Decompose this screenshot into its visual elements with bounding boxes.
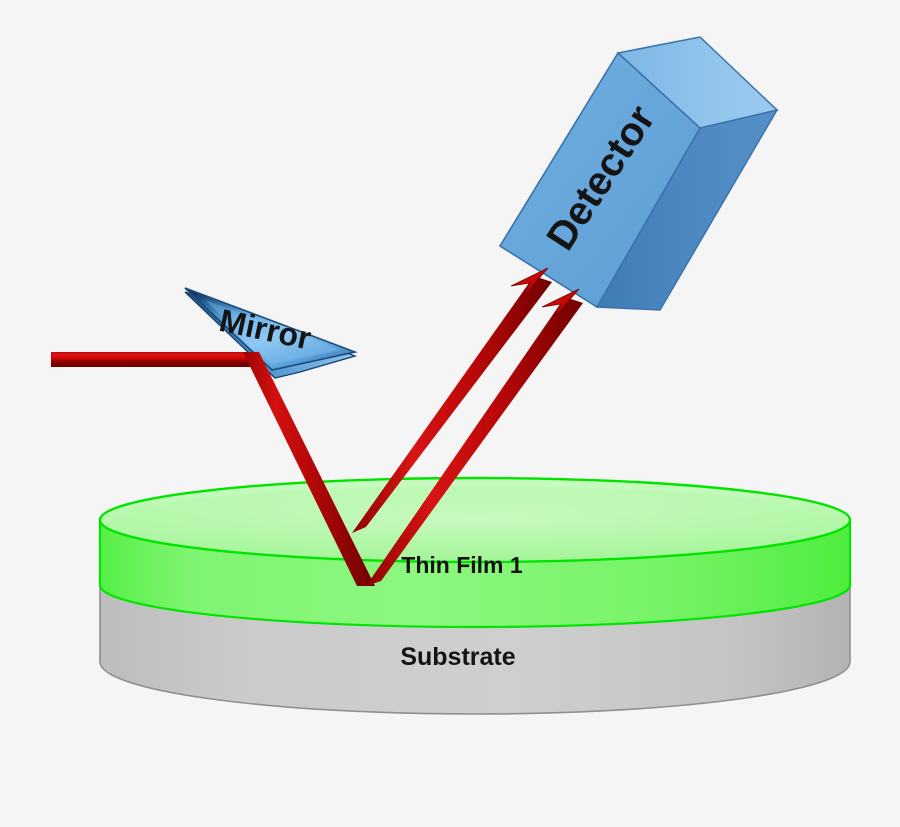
detector-component[interactable]: Detector — [498, 36, 779, 311]
reflected-beam-1-shaft — [352, 276, 552, 533]
thin-film-label: Thin Film 1 — [401, 552, 523, 578]
incident-beam-descending — [243, 352, 375, 586]
mirror-component[interactable]: Mirror — [184, 287, 358, 379]
beam-paths — [51, 267, 583, 586]
detector-front-face — [498, 51, 702, 309]
reflected-beam-film-surface — [352, 267, 552, 533]
mirror-highlight — [205, 300, 340, 364]
thin-film-top-sheen — [115, 486, 835, 554]
thin-film-layer[interactable]: Thin Film 1 — [98, 476, 852, 629]
reflected-beam-2-shaft — [366, 297, 583, 586]
reflected-beam-2-arrowhead — [541, 288, 580, 321]
incident-beam-horizontal — [51, 352, 254, 367]
sample-stack: Substrate Thin Film 1 — [98, 476, 852, 715]
reflected-beam-1-arrowhead — [510, 267, 549, 300]
reflected-beam-interface — [366, 288, 583, 586]
substrate-label: Substrate — [400, 643, 515, 671]
mirror-surface — [184, 287, 358, 371]
